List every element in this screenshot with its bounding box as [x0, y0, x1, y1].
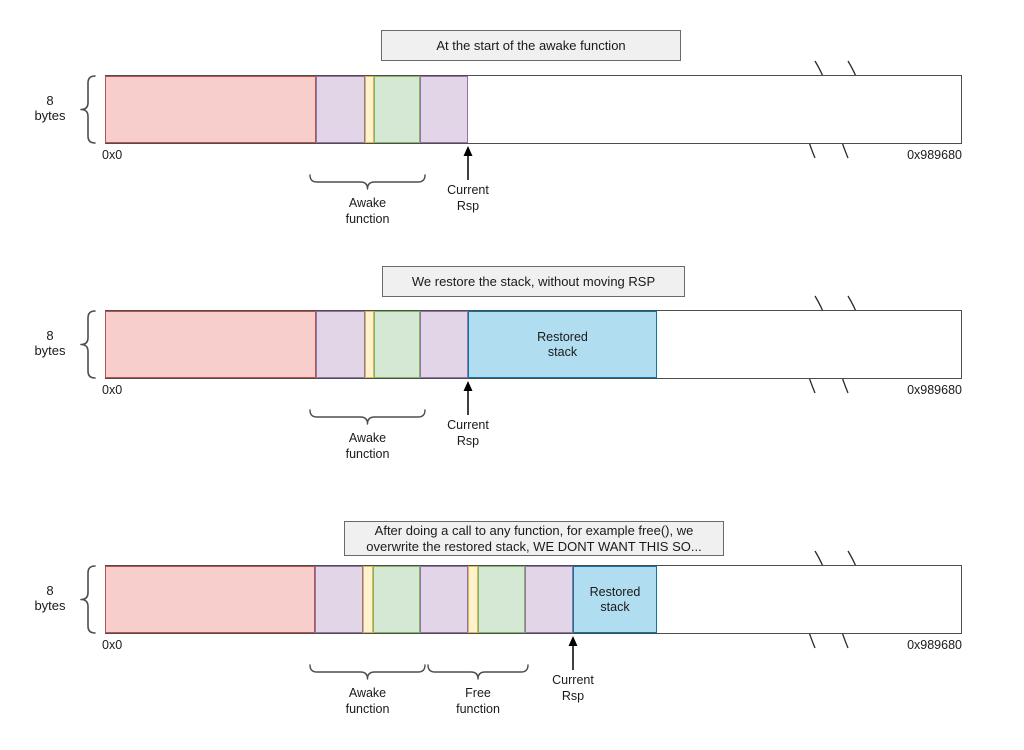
segment-awake-purple-2 — [420, 566, 468, 633]
eight-bytes-label-3: 8 bytes — [34, 582, 66, 613]
segment-free-yellow-1 — [468, 566, 478, 633]
current-rsp-label-3: Current Rsp — [552, 673, 594, 703]
segment-free-purple-1 — [525, 566, 573, 633]
segment-frame-green-1 — [374, 76, 420, 143]
current-rsp-label-2: Current Rsp — [447, 418, 489, 448]
segment-kernel-region — [105, 311, 316, 378]
segment-awake-purple-1 — [315, 566, 363, 633]
caption-box-1: At the start of the awake function — [381, 30, 681, 61]
address-end-3: 0x989680 — [907, 638, 962, 652]
address-start-1: 0x0 — [102, 148, 123, 162]
brace-label-awake-function-brace-2: Awake function — [345, 431, 390, 461]
segment-kernel-region — [105, 566, 315, 633]
segment-frame-green-1 — [374, 311, 420, 378]
address-end-2: 0x989680 — [907, 383, 962, 397]
segment-frame-purple-2 — [420, 76, 468, 143]
current-rsp-label-1: Current Rsp — [447, 183, 489, 213]
brace-label-awake-function-brace-3: Awake function — [345, 686, 390, 716]
segment-awake-green-1 — [373, 566, 420, 633]
memory-bar-3: Restored stack — [105, 565, 962, 634]
memory-bar-1 — [105, 75, 962, 144]
segment-frame-purple-1 — [316, 311, 365, 378]
segment-free-green-1 — [478, 566, 525, 633]
segment-kernel-region — [105, 76, 316, 143]
segment-restored-stack: Restored stack — [573, 566, 657, 633]
brace-label-free-function-brace-3: Free function — [456, 686, 500, 716]
address-start-2: 0x0 — [102, 383, 123, 397]
segment-frame-yellow-1 — [365, 311, 374, 378]
eight-bytes-label-2: 8 bytes — [34, 327, 66, 358]
segment-awake-yellow-1 — [363, 566, 373, 633]
segment-restored-stack: Restored stack — [468, 311, 657, 378]
segment-frame-yellow-1 — [365, 76, 374, 143]
memory-bar-2: Restored stack — [105, 310, 962, 379]
address-start-3: 0x0 — [102, 638, 123, 652]
address-end-1: 0x989680 — [907, 148, 962, 162]
segment-frame-purple-2 — [420, 311, 468, 378]
eight-bytes-label-1: 8 bytes — [34, 92, 66, 123]
brace-label-awake-function-brace-1: Awake function — [345, 196, 390, 226]
caption-box-3: After doing a call to any function, for … — [344, 521, 724, 556]
caption-box-2: We restore the stack, without moving RSP — [382, 266, 685, 297]
segment-frame-purple-1 — [316, 76, 365, 143]
